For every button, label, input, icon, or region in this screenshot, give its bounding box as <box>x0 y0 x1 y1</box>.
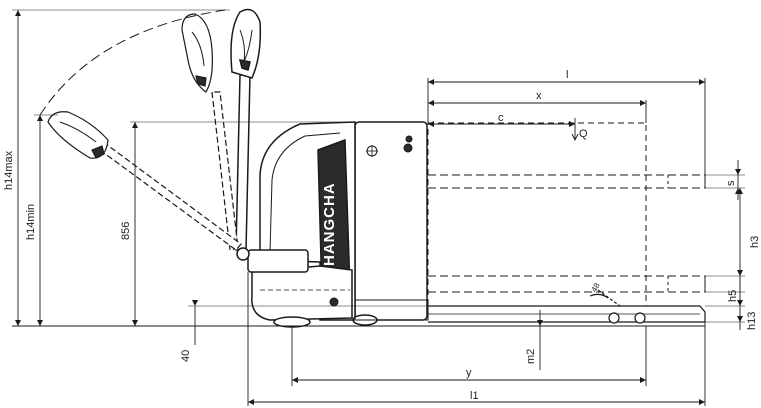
brand-logo-text: HANGCHA <box>321 182 338 266</box>
label-c: c <box>498 112 504 124</box>
label-m2: m2 <box>525 349 537 364</box>
fork-lowered <box>428 289 706 324</box>
label-h3: h3 <box>749 236 761 248</box>
label-h13: h13 <box>746 312 758 330</box>
dimension-arrows <box>15 10 743 405</box>
label-h14min: h14min <box>25 204 37 240</box>
centre-marks <box>366 145 378 157</box>
label-h5: h5 <box>727 290 739 302</box>
label-h14max: h14max <box>3 150 15 190</box>
label-l1: l1 <box>470 390 479 402</box>
label-l: l <box>566 69 568 81</box>
load-outline <box>427 122 647 307</box>
label-s: s <box>725 180 737 186</box>
label-q: Q <box>579 128 588 140</box>
dimension-lines <box>12 9 745 406</box>
label-y: y <box>466 367 472 379</box>
tiller-ghost-lower <box>47 111 242 251</box>
tiller-arm <box>230 8 262 261</box>
label-40: 40 <box>180 350 192 362</box>
label-x: x <box>536 90 542 102</box>
fork-outline <box>428 174 706 293</box>
truck-body <box>247 121 429 328</box>
label-856: 856 <box>120 222 132 240</box>
tiller-swing-arc <box>39 9 226 116</box>
